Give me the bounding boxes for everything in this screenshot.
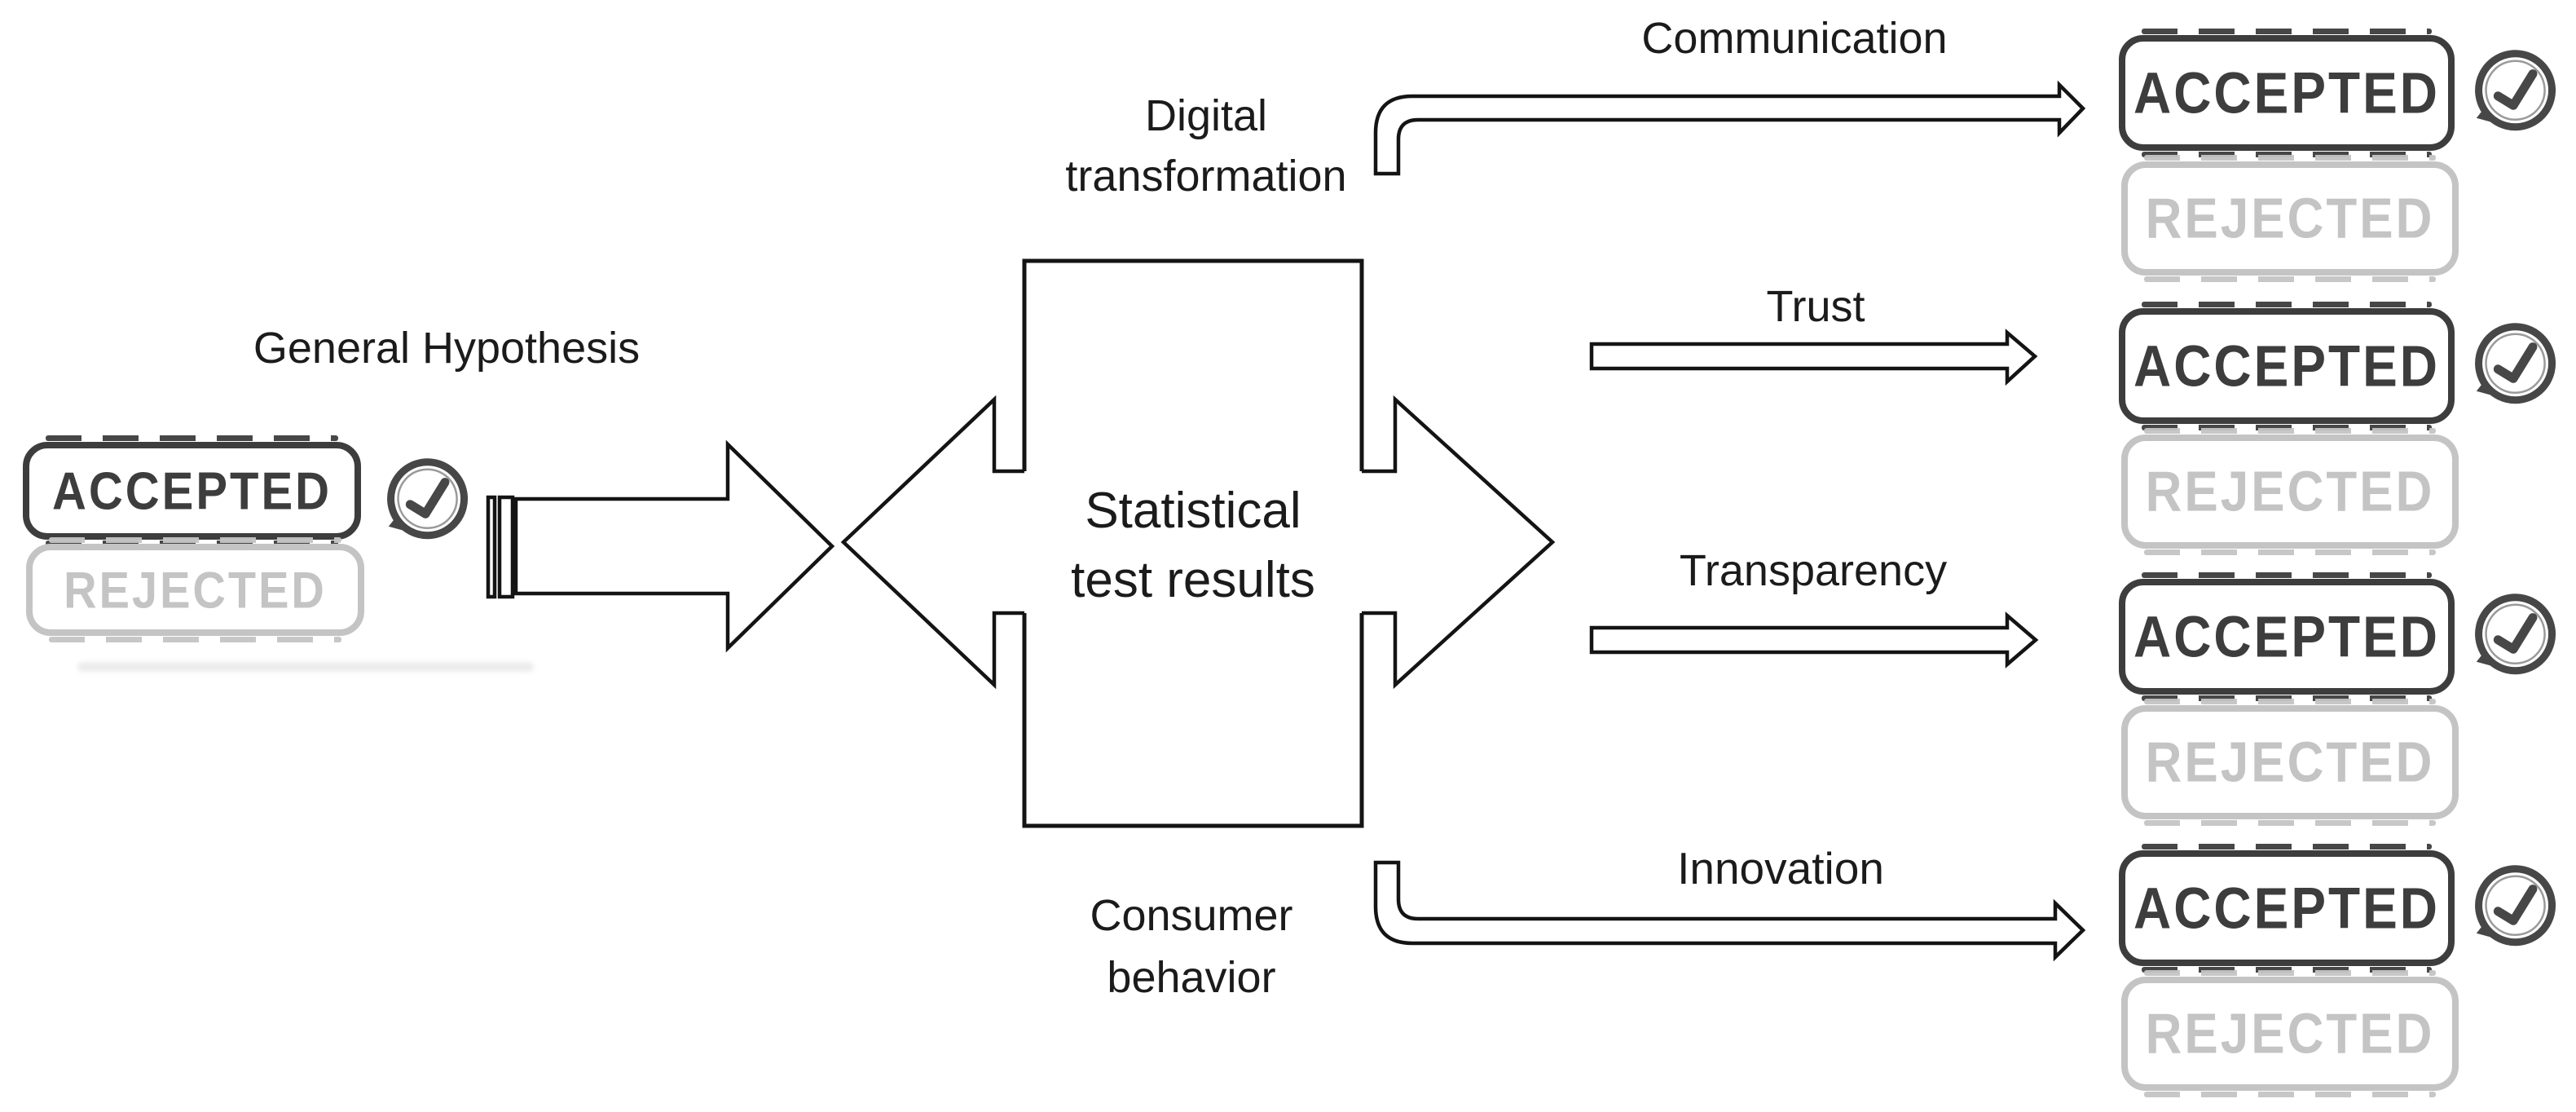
stamp-rejected-innovation-text: REJECTED	[2145, 1002, 2435, 1066]
arrow-communication	[1373, 80, 2086, 176]
general-hypothesis-label: General Hypothesis	[253, 324, 641, 373]
factor-label-transparency: Transparency	[1679, 546, 1948, 595]
factor-label-communication: Communication	[1641, 14, 1948, 63]
results-arrow-right	[1362, 395, 1556, 690]
stamp-accepted-transparency-text: ACCEPTED	[2133, 603, 2441, 670]
stamp-rejected-innovation: REJECTED	[2121, 970, 2459, 1097]
digital-transformation-line1: Digital	[1144, 91, 1268, 140]
stamp-accepted-transparency: ACCEPTED	[2119, 572, 2455, 701]
statistical-test-results-label: Statistical test results	[1071, 476, 1315, 615]
stamp-accepted-general: ACCEPTED	[23, 435, 361, 546]
statistical-line1: Statistical	[1085, 483, 1301, 539]
arrow-transparency	[1589, 611, 2039, 669]
check-badge-icon	[2463, 585, 2565, 688]
stamp-rejected-trust: REJECTED	[2121, 428, 2459, 555]
stamp-rejected-transparency-text: REJECTED	[2145, 730, 2435, 794]
stamp-rejected-communication: REJECTED	[2121, 155, 2459, 282]
arrow-innovation	[1373, 860, 2086, 962]
stamp-reflection-smudge	[77, 662, 534, 672]
stamp-accepted-general-text: ACCEPTED	[51, 461, 332, 521]
stamp-rejected-trust-text: REJECTED	[2145, 460, 2435, 523]
stamp-rejected-general-text: REJECTED	[64, 561, 327, 619]
stamp-accepted-innovation: ACCEPTED	[2119, 844, 2455, 973]
check-badge-icon	[2463, 315, 2565, 417]
main-arrow-tail-stripe-1	[486, 495, 497, 599]
consumer-behavior-line1: Consumer	[1090, 891, 1293, 940]
statistical-results-box	[1022, 258, 1364, 828]
general-hypothesis-arrow	[513, 439, 835, 653]
consumer-behavior-label: Consumer behavior	[1090, 885, 1292, 1008]
stamp-rejected-communication-text: REJECTED	[2145, 187, 2435, 250]
statistical-line2: test results	[1071, 552, 1315, 608]
results-arrow-left	[840, 395, 1024, 690]
factor-label-innovation: Innovation	[1677, 843, 1884, 894]
stamp-accepted-communication: ACCEPTED	[2119, 29, 2455, 157]
factor-label-trust: Trust	[1766, 282, 1865, 331]
arrow-trust	[1589, 329, 2038, 386]
stamp-accepted-innovation-text: ACCEPTED	[2133, 875, 2441, 942]
stamp-rejected-general: REJECTED	[26, 537, 364, 642]
check-badge-icon	[2463, 857, 2565, 960]
stamp-accepted-trust-text: ACCEPTED	[2133, 333, 2441, 399]
stamp-accepted-trust: ACCEPTED	[2119, 302, 2455, 430]
check-badge-icon	[2463, 42, 2565, 144]
digital-transformation-line2: transformation	[1065, 152, 1347, 201]
main-arrow-tail-stripe-2	[497, 495, 515, 599]
stamp-accepted-communication-text: ACCEPTED	[2133, 60, 2441, 126]
consumer-behavior-line2: behavior	[1107, 953, 1276, 1002]
check-badge-icon	[375, 450, 478, 553]
stamp-rejected-transparency: REJECTED	[2121, 699, 2459, 826]
digital-transformation-label: Digital transformation	[1065, 86, 1346, 206]
